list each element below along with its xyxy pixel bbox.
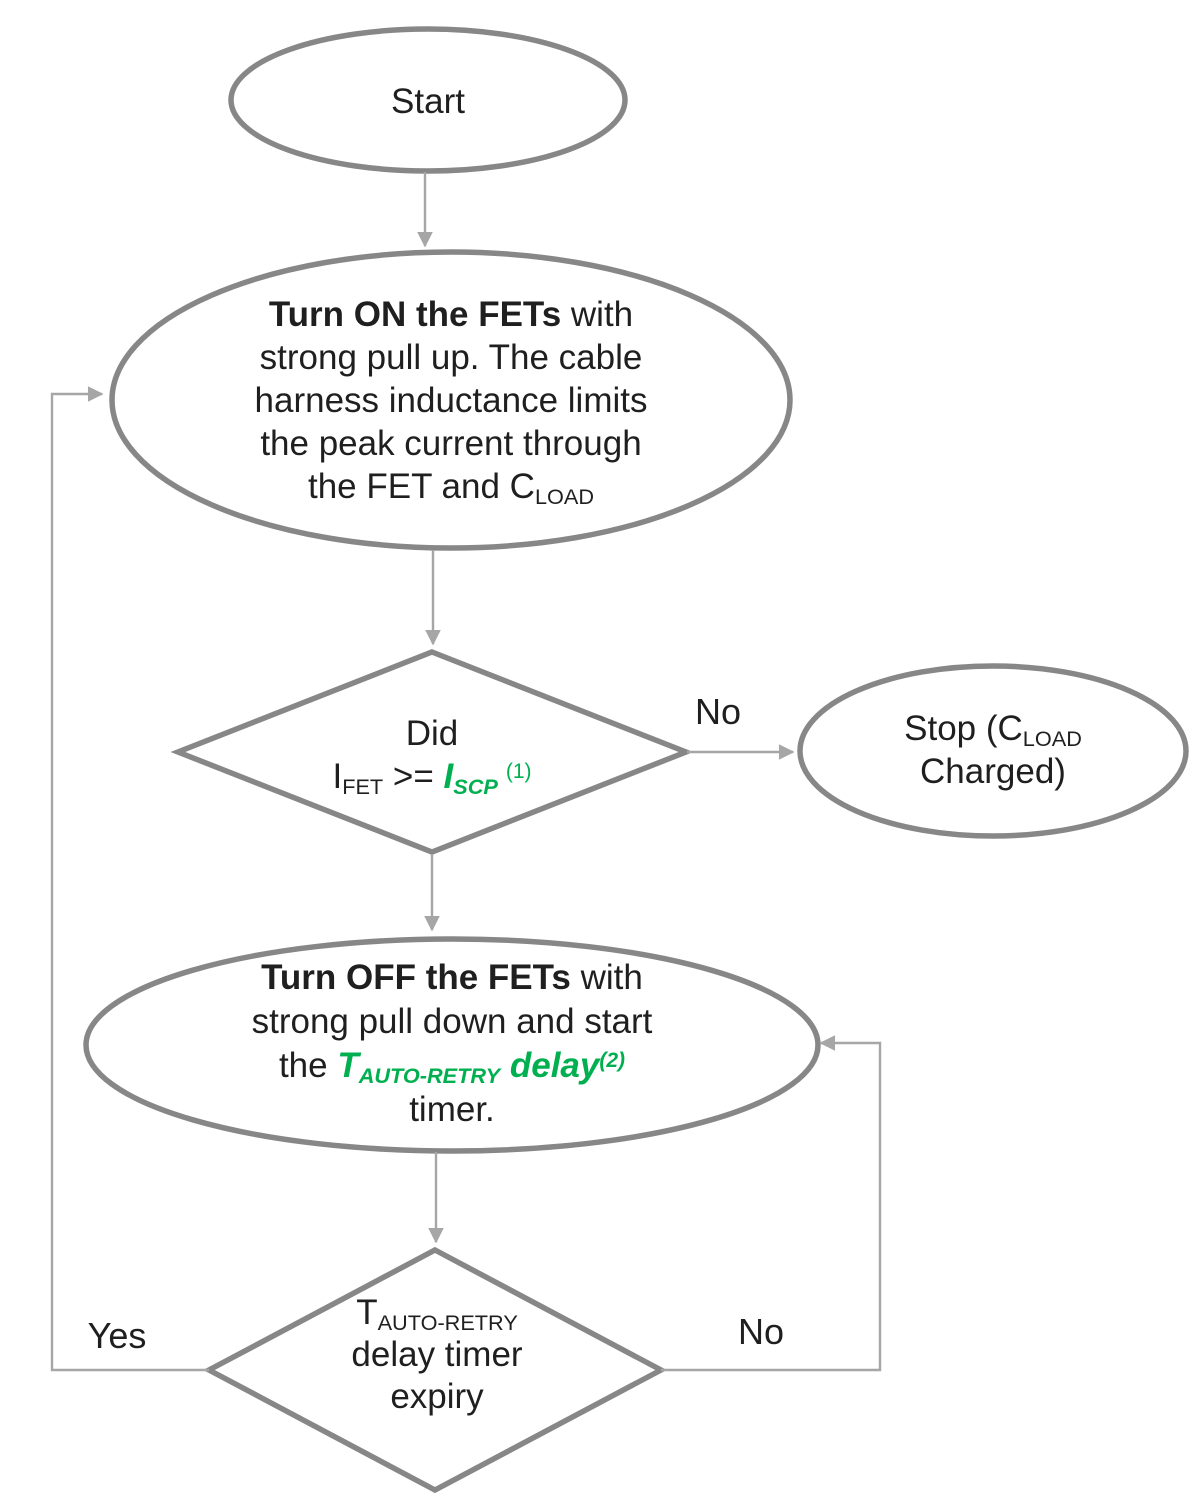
- turn-on-line-4: the peak current through: [260, 424, 642, 463]
- turn-off-line-1: Turn OFF the FETs with: [261, 958, 643, 997]
- decision-retry-line-3: expiry: [390, 1377, 484, 1416]
- turn-on-ellipse: [109, 249, 793, 551]
- turn-off-ellipse: [83, 936, 821, 1154]
- turn-on-line-3: harness inductance limits: [254, 381, 648, 420]
- start-text: Start: [391, 82, 465, 121]
- connector-yes-loop-to-turn-on: [50, 386, 209, 1372]
- turn-on-line-1: Turn ON the FETs with: [268, 295, 634, 334]
- start-ellipse: [228, 26, 628, 174]
- decision-retry-line-1: TAUTO-RETRY: [356, 1293, 518, 1336]
- turn-on-line-5: the FET and CLOAD: [307, 467, 595, 510]
- edge-label-no-bottom: No: [737, 1311, 785, 1352]
- stop-node-label: Stop (CLOAD Charged): [743, 707, 1200, 793]
- turn-off-line-2: strong pull down and start: [251, 1002, 653, 1041]
- start-node-label: Start: [278, 80, 578, 123]
- decision-retry-label: TAUTO-RETRY delay timer expiry: [237, 1292, 637, 1418]
- decision-scp-line-1: Did: [405, 714, 459, 753]
- turn-off-line-4: timer.: [409, 1090, 495, 1129]
- decision-scp-line-2: IFET >= ISCP(1): [332, 757, 532, 800]
- edge-label-no-top: No: [694, 691, 742, 732]
- stop-line-1: Stop (CLOAD: [904, 709, 1082, 752]
- turn-off-node-label: Turn OFF the FETs with strong pull down …: [132, 956, 772, 1132]
- turn-on-node-label: Turn ON the FETs with strong pull up. Th…: [121, 293, 781, 508]
- decision-scp-diamond: [170, 649, 694, 855]
- decision-retry-line-2: delay timer: [351, 1335, 523, 1374]
- turn-off-line-3: the TAUTO-RETRY delay(2): [278, 1046, 626, 1089]
- connector-no-loop-to-turn-off: [661, 1035, 882, 1372]
- edge-label-yes: Yes: [87, 1315, 147, 1356]
- stop-ellipse: [797, 663, 1189, 839]
- turn-on-line-2: strong pull up. The cable: [259, 338, 643, 377]
- decision-scp-label: Did IFET >= ISCP(1): [232, 712, 632, 798]
- stop-line-2: Charged): [920, 752, 1066, 791]
- decision-retry-diamond: [203, 1246, 667, 1494]
